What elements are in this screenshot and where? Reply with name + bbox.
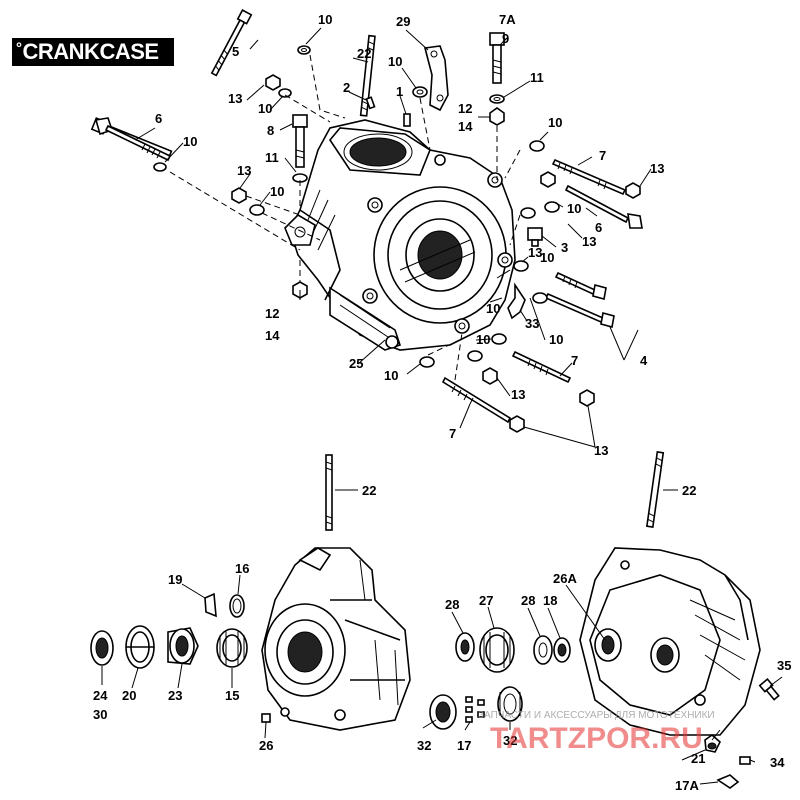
callout-63: 17A [675,778,699,793]
leader-lines [101,27,783,785]
callout-20: 13 [650,161,664,176]
callout-54: 20 [122,688,136,703]
callout-12: 12 [458,101,472,116]
callout-50: 26A [553,571,577,586]
callout-0: 5 [232,44,239,59]
callout-56: 15 [225,688,239,703]
callout-19: 11 [265,150,279,165]
callout-35: 10 [549,332,563,347]
callout-5: 22 [357,46,371,61]
left-bearing-stack [90,592,248,669]
title-text: CRANKCASE [22,39,160,64]
callout-41: 13 [594,443,608,458]
callout-18: 7 [599,148,606,163]
callout-17: 10 [548,115,562,130]
callout-24: 6 [595,220,602,235]
callout-2: 29 [396,14,410,29]
callout-46: 28 [445,597,459,612]
callout-10: 13 [228,91,242,106]
callout-16: 10 [183,134,197,149]
watermark-tagline: ЗАПЧАСТИ И АКСЕССУАРЫ ДЛЯ МОТОТЕХНИКИ [478,710,715,721]
callout-36: 25 [349,356,363,371]
upper-fasteners [90,9,643,433]
callout-39: 13 [511,387,525,402]
callout-23: 10 [567,201,581,216]
callout-49: 18 [543,593,557,608]
watermark-brand: TARTZPOR.RU [490,722,703,755]
callout-3: 7A [499,12,516,27]
callout-1: 10 [318,12,332,27]
callout-21: 13 [237,163,251,178]
callout-48: 28 [521,593,535,608]
callout-60: 32 [503,733,517,748]
center-bearing-stack [429,627,571,730]
callout-42: 22 [362,483,376,498]
callout-59: 17 [457,738,471,753]
right-crankcase-half [579,547,780,789]
title-symbol: ° [16,39,22,57]
assembly-guide-lines [169,54,521,381]
callout-32: 33 [525,316,539,331]
callout-58: 32 [417,738,431,753]
callout-7: 2 [343,80,350,95]
upper-crankcase-assembly [284,119,516,351]
callout-13: 14 [458,119,473,134]
callout-43: 22 [682,483,696,498]
callout-33: 4 [640,353,648,368]
callout-15: 6 [155,111,162,126]
callout-31: 10 [486,301,500,316]
callout-44: 19 [168,572,182,587]
callout-22: 10 [270,184,284,199]
callout-29: 12 [265,306,279,321]
callout-53: 30 [93,707,107,722]
callout-38: 10 [384,368,398,383]
callout-57: 26 [259,738,273,753]
callout-55: 23 [168,688,182,703]
callout-30: 14 [265,328,280,343]
callout-25: 13 [582,234,596,249]
callout-62: 34 [770,755,785,770]
callout-61: 21 [691,751,705,766]
callout-40: 7 [449,426,456,441]
callout-14: 8 [267,123,274,138]
callout-47: 27 [479,593,493,608]
callout-28: 10 [540,250,554,265]
callout-45: 16 [235,561,249,576]
watermark: ЗАПЧАСТИ И АКСЕССУАРЫ ДЛЯ МОТОТЕХНИКИ TA… [478,710,715,755]
callout-52: 24 [93,688,108,703]
left-crankcase-half [261,451,665,731]
callout-26: 3 [561,240,568,255]
callout-6: 10 [388,54,402,69]
callout-51: 35 [777,658,791,673]
callout-37: 7 [571,353,578,368]
callout-8: 1 [396,84,403,99]
callout-9: 11 [530,70,544,85]
diagram-title: ° CRANKCASE [12,38,174,66]
callout-11: 10 [258,101,272,116]
callout-4: 9 [502,31,509,46]
callout-34: 10 [476,332,490,347]
callout-27: 13 [528,245,542,260]
